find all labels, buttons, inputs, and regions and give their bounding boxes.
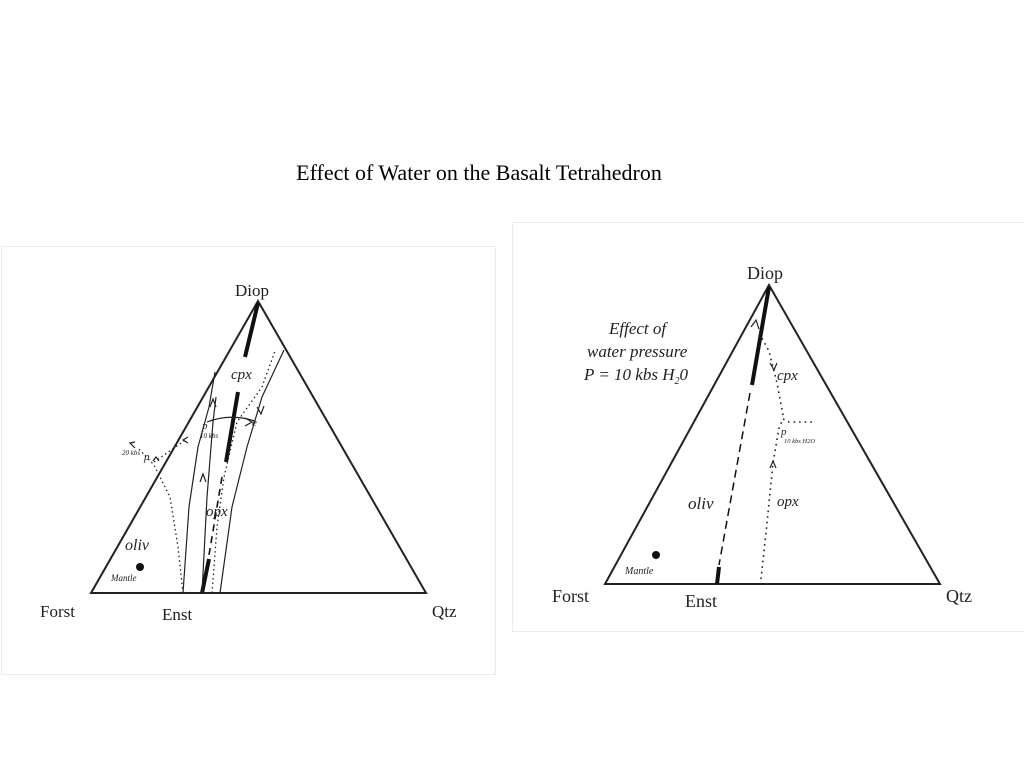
left-arrow-p-e xyxy=(244,417,254,427)
left-cpx-opx-cotectic-mid xyxy=(224,391,240,463)
left-arrow-down-right xyxy=(256,405,265,416)
left-cpx-opx-cotectic-lower xyxy=(200,558,211,594)
left-field-oliv: oliv xyxy=(125,537,150,554)
right-annotation-line3: P = 10 kbs H20 xyxy=(583,365,689,387)
left-arrow-small xyxy=(152,456,160,462)
left-arrow-20kbs xyxy=(128,441,136,449)
left-arrow-up-2 xyxy=(199,472,207,483)
right-field-oliv: oliv xyxy=(688,494,714,513)
left-cpx-opx-cotectic-upper xyxy=(243,302,260,358)
right-vertex-qtz: Qtz xyxy=(946,586,972,606)
left-arrow-p2 xyxy=(181,436,189,444)
left-point-p: p xyxy=(201,420,208,432)
left-point-p2: p xyxy=(143,451,150,463)
left-liquid-path-p-e xyxy=(206,416,256,423)
right-field-opx: opx xyxy=(777,494,799,510)
left-base-enst: Enst xyxy=(162,605,193,624)
left-field-cpx: cpx xyxy=(231,367,252,383)
right-field-cpx: cpx xyxy=(777,368,798,384)
left-dotted-p2-link xyxy=(153,438,188,463)
left-dotted-10kbs-path xyxy=(211,350,276,594)
left-phase-diagram-panel: Diop Forst Qtz Enst cpx opx oliv p 10 kb… xyxy=(1,246,496,675)
left-ternary-diagram: Diop Forst Qtz Enst cpx opx oliv p 10 kb… xyxy=(40,281,457,624)
left-dotted-20kbs-path xyxy=(136,446,184,594)
left-cpx-opx-cotectic-dashed xyxy=(208,476,223,556)
right-cotectic-lower xyxy=(715,566,721,585)
right-base-enst: Enst xyxy=(685,591,717,611)
right-point-p: p xyxy=(780,426,787,438)
right-mantle-point xyxy=(652,551,660,559)
left-triangle-outline xyxy=(89,298,428,594)
left-outer-boundary-left xyxy=(201,396,217,594)
right-vertex-diop: Diop xyxy=(747,263,783,283)
left-vertex-diop: Diop xyxy=(235,281,269,300)
left-vertex-forst: Forst xyxy=(40,602,75,621)
right-vertex-forst: Forst xyxy=(552,586,589,606)
slide-title: Effect of Water on the Basalt Tetrahedro… xyxy=(296,160,662,185)
left-point-e: e xyxy=(252,417,257,429)
right-ternary-diagram: Diop Forst Qtz Enst Effect of water pres… xyxy=(552,263,972,611)
left-point-mantle: Mantle xyxy=(110,573,137,583)
right-point-p-pressure: 10 kbs H2O xyxy=(784,438,815,445)
right-annotation-line1: Effect of xyxy=(608,319,668,338)
left-oliv-opx-boundary xyxy=(182,371,216,594)
right-point-mantle: Mantle xyxy=(624,566,654,577)
right-annotation-line2: water pressure xyxy=(587,342,688,361)
right-arrow-cpx xyxy=(769,362,778,372)
right-arrow-top xyxy=(750,318,760,330)
right-triangle-outline xyxy=(603,282,942,585)
left-point-p2-pressure: 20 kbs xyxy=(122,449,140,457)
left-vertex-qtz: Qtz xyxy=(432,602,457,621)
right-dotted-p-branch xyxy=(782,418,813,423)
right-arrow-opx xyxy=(769,459,777,469)
left-point-p-pressure: 10 kbs xyxy=(200,432,218,440)
left-field-opx: opx xyxy=(206,504,228,520)
right-cotectic-dashed xyxy=(718,392,751,566)
right-cotectic-upper xyxy=(750,286,771,386)
left-mantle-point xyxy=(136,563,144,571)
left-outer-boundary-right xyxy=(219,349,285,594)
right-phase-diagram-panel: Diop Forst Qtz Enst Effect of water pres… xyxy=(512,222,1024,632)
left-arrow-up-1 xyxy=(209,397,217,408)
